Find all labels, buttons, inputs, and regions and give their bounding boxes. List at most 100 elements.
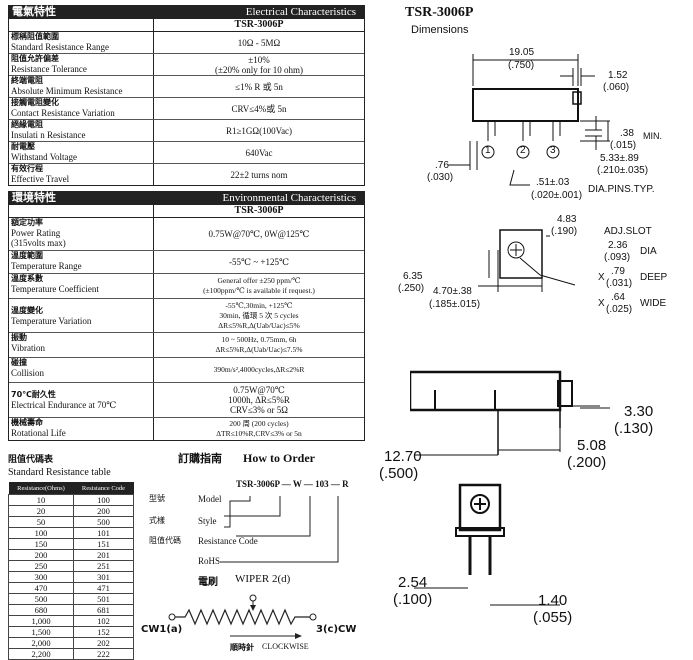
order-item-zh: 型號 — [149, 494, 165, 503]
table-cell: 10 — [8, 494, 74, 506]
spec-label-en: Standard Resistance Range — [11, 42, 109, 52]
spec-value: ±10% — [248, 54, 270, 65]
dim-4-83: 4.83 — [557, 214, 577, 225]
pin-1-label: 1 — [485, 145, 491, 156]
environmental-characteristics-table: 環境特性 Environmental Characteristics TSR-3… — [8, 191, 365, 441]
dim-5-33: 5.33±.89 — [600, 153, 639, 164]
dim-0-38: .38 — [620, 128, 634, 139]
spec-label-en: Collision — [11, 368, 45, 378]
style-connector — [230, 496, 281, 517]
spec-value: 22±2 turns nom — [230, 169, 288, 180]
clockwise-label-zh: 順時針 — [230, 643, 254, 652]
table-cell: 470 — [8, 582, 74, 594]
electrical-title-en: Electrical Characteristics — [152, 6, 364, 19]
spec-label-zh: 振動 — [11, 333, 27, 342]
dim-6-35-inch: (.250) — [398, 283, 425, 294]
dim-4-83-inch: (.190) — [551, 226, 578, 237]
spec-value-3: CRV≤3% or 5Ω — [230, 405, 288, 415]
order-item-en: RoHS — [198, 556, 221, 566]
side-view-top — [448, 54, 610, 186]
dim-12-70-inch: (.500) — [379, 465, 419, 482]
spec-label-zh: 碰撞 — [11, 358, 27, 367]
dim-0-64-inch: (.025) — [606, 304, 633, 315]
environmental-title-zh: 環境特性 — [9, 192, 152, 205]
dim-0-51: .51±.03 — [536, 177, 570, 188]
dim-0-79-inch: (.031) — [606, 278, 633, 289]
spec-value-2: 30min, 循環 5 次 5 cycles — [219, 310, 299, 320]
order-title-en: How to Order — [243, 451, 315, 465]
table-cell: 201 — [73, 549, 134, 561]
dim-0-76-inch: (.030) — [427, 172, 454, 183]
electrical-model-row: TSR-3006P — [9, 19, 364, 32]
electrical-title-zh: 電氣特性 — [9, 6, 152, 19]
spec-value: -55℃ ~ +125℃ — [228, 257, 290, 267]
dimension-drawings — [410, 54, 610, 606]
resistance-table-title-en: Standard Resistance table — [8, 467, 111, 478]
x-label: X — [598, 298, 605, 309]
table-cell: 152 — [73, 626, 134, 638]
dim-6-35: 6.35 — [403, 271, 423, 282]
table-cell: 1,500 — [8, 626, 74, 638]
dim-min: MIN. — [643, 131, 662, 141]
table-cell: 250 — [8, 560, 74, 572]
dim-0-51-inch: (.020±.001) — [531, 190, 583, 201]
dim-1-40: 1.40 — [538, 592, 568, 609]
terminal-3-icon — [309, 613, 317, 621]
table-header-row: Resistance(Ohms) Resistance Code — [8, 482, 134, 495]
column-header: Resistance Code — [73, 482, 134, 495]
spec-label-zh: 終端電阻 — [11, 76, 43, 85]
table-cell: 50 — [8, 516, 74, 528]
table-cell: 251 — [73, 560, 134, 572]
front-view — [410, 370, 610, 456]
dim-0-64: .64 — [611, 292, 625, 303]
electrical-model: TSR-3006P — [234, 19, 284, 30]
spec-value-2: ΔTR≤10%R,CRV≤3% or 5n — [216, 429, 302, 438]
spec-label-en: Power Rating — [11, 228, 61, 238]
wiper-label-zh: 電刷 — [198, 577, 218, 588]
spec-label-zh: 標稱阻值範圍 — [11, 32, 59, 41]
spec-label-en: Temperature Variation — [11, 315, 92, 326]
spec-value: -55℃,30min, +125℃ — [225, 300, 293, 310]
adj-slot-label: ADJ.SLOT — [604, 226, 652, 237]
wide-label: WIDE — [640, 298, 667, 309]
table-cell: 2,000 — [8, 637, 74, 649]
table-cell: 202 — [73, 637, 134, 649]
dim-4-70: 4.70±.38 — [433, 286, 472, 297]
end-view — [414, 483, 560, 606]
spec-value: 0.75W@70℃, 0W@125℃ — [208, 229, 310, 239]
spec-label-zh: 70℃耐久性 — [11, 390, 56, 399]
table-cell: 471 — [73, 582, 134, 594]
environmental-model: TSR-3006P — [234, 205, 284, 216]
dia-label: DIA — [640, 246, 657, 257]
table-cell: 200 — [73, 505, 134, 517]
order-title-zh: 訂購指南 — [178, 452, 222, 465]
electrical-characteristics-table: 電氣特性 Electrical Characteristics TSR-3006… — [8, 5, 365, 186]
table-cell: 300 — [8, 571, 74, 583]
x-label: X — [598, 272, 605, 283]
spec-label-zh: 絕緣電阻 — [11, 120, 43, 129]
spec-value: 10 ~ 500Hz, 0.75mm, 6h — [221, 335, 297, 344]
environmental-model-row: TSR-3006P — [9, 205, 364, 218]
pin-3-label: 3 — [550, 145, 556, 156]
spec-label-en: Rotational Life — [11, 428, 66, 438]
electrical-header: 電氣特性 Electrical Characteristics — [9, 6, 364, 19]
table-cell: 200 — [8, 549, 74, 561]
spec-label-en: Effective Travel — [11, 174, 70, 184]
table-cell: 151 — [73, 538, 134, 550]
dim-1-40-inch: (.055) — [533, 609, 573, 626]
spec-label-en: Resistance Tolerance — [11, 64, 87, 74]
spec-value: 10Ω - 5MΩ — [237, 37, 281, 48]
